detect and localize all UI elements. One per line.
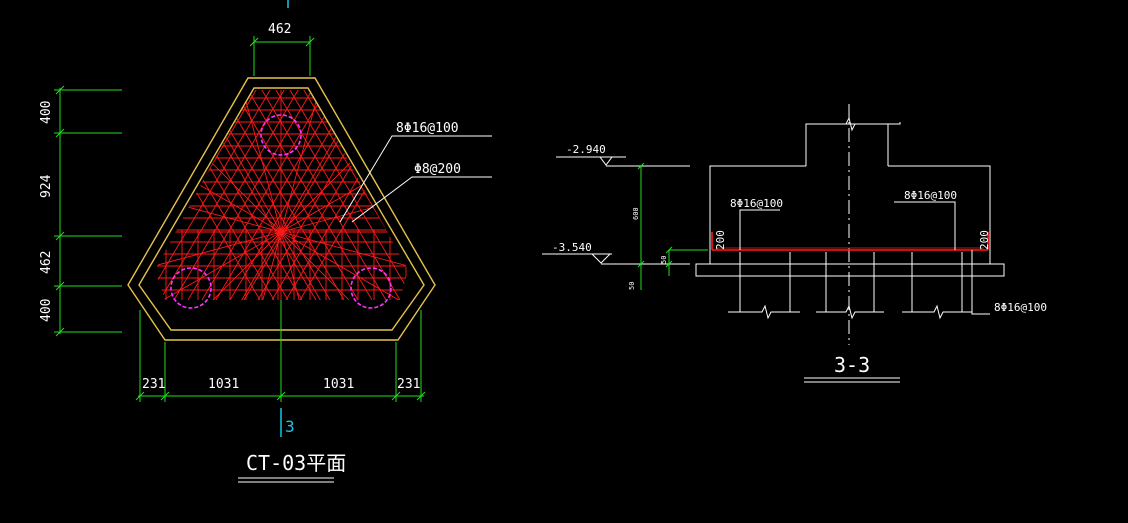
plan-title: CT-03平面 [246,451,346,475]
dim-top [249,36,315,76]
dim-bottom-231a: 231 [142,377,165,392]
rebar-line [325,90,408,300]
dim-left [54,85,122,337]
dim-height-label: 600 [632,207,640,220]
rebar-line [159,90,291,300]
rebar-line [155,90,179,300]
rebar-line [155,90,263,300]
dim-left-462: 462 [39,251,54,274]
dim-small-b-label: 50 [628,282,636,290]
rebar-line [283,90,408,300]
section-title: 3-3 [834,353,870,377]
rebar-line [297,90,408,300]
rebar-line [280,231,382,300]
rebar-line [180,231,282,300]
cap-body [695,165,1005,277]
pile-circle-top [260,114,302,156]
rebar-line [299,90,408,300]
column-stub [805,116,901,166]
dim-small-a-label: 50 [660,256,668,264]
elevation-marks [542,156,690,265]
section-mark-bottom-label: 3 [285,417,295,436]
pile-circle-left [170,267,212,309]
rebar-line [255,90,387,300]
rebar-line [171,90,303,300]
rebar-line [155,90,207,300]
rebar-line [311,90,408,300]
level-top-label: -2.940 [566,143,606,156]
rebar-line [228,231,282,300]
section-dims [637,162,708,290]
rebar-line [353,90,408,300]
rebar-line [185,90,317,300]
rebar-line [269,90,401,300]
pile-cap-outer-outline [127,77,436,341]
rebar-mesh [155,90,408,300]
section-rebar-bottom-label: 8Φ16@100 [994,301,1047,314]
rebar-line [280,231,334,300]
rebar-line [213,90,345,300]
rebar-line [271,90,403,300]
dim-bottom [135,300,426,402]
plan-view: 462 400 924 462 400 [39,0,492,483]
side-left-label: 200 [714,230,727,250]
section-view: 8Φ16@100 8Φ16@100 8Φ16@100 200 200 -2.94… [542,104,1047,383]
rebar-line [367,90,408,300]
rebar-line [280,90,382,233]
rebar-line [155,90,193,300]
rebar-line [227,90,359,300]
dim-left-924: 924 [39,174,54,198]
dim-bottom-1031a: 1031 [208,377,239,392]
rebar-line [155,90,221,300]
dim-bottom-231b: 231 [397,377,420,392]
rebar-line [280,231,408,285]
dim-left-400a: 400 [39,101,54,124]
rebar-line [155,90,235,300]
pile-circle-right [350,267,392,309]
section-leaders [739,201,990,315]
rebar-line [155,90,282,233]
level-bottom-label: -3.540 [552,241,592,254]
rebar-line [180,90,282,233]
section-rebar-right-label: 8Φ16@100 [904,189,957,202]
rebar-line [280,231,408,300]
rebar-line [228,90,282,233]
pile-cap-inner-outline [138,87,425,331]
rebar-line [155,231,282,300]
dim-bottom-1031b: 1031 [323,377,354,392]
rebar-line [280,90,334,233]
rebar-line [381,90,408,300]
section-rebar [711,232,989,251]
piles-below [728,252,972,320]
dim-left-400b: 400 [39,299,54,322]
leader-bottom-label: Φ8@200 [414,162,461,177]
rebar-line [241,90,373,300]
rebar-line [201,90,333,300]
leader-lines [339,135,492,223]
rebar-line [187,90,319,300]
rebar-line [155,231,282,300]
dim-top-label: 462 [268,22,291,37]
leader-top-label: 8Φ16@100 [396,121,459,136]
rebar-line [280,231,408,300]
rebar-line [155,90,277,300]
rebar-line [157,90,289,300]
rebar-line [155,231,282,285]
section-rebar-left-label: 8Φ16@100 [730,197,783,210]
side-right-label: 200 [978,230,991,250]
